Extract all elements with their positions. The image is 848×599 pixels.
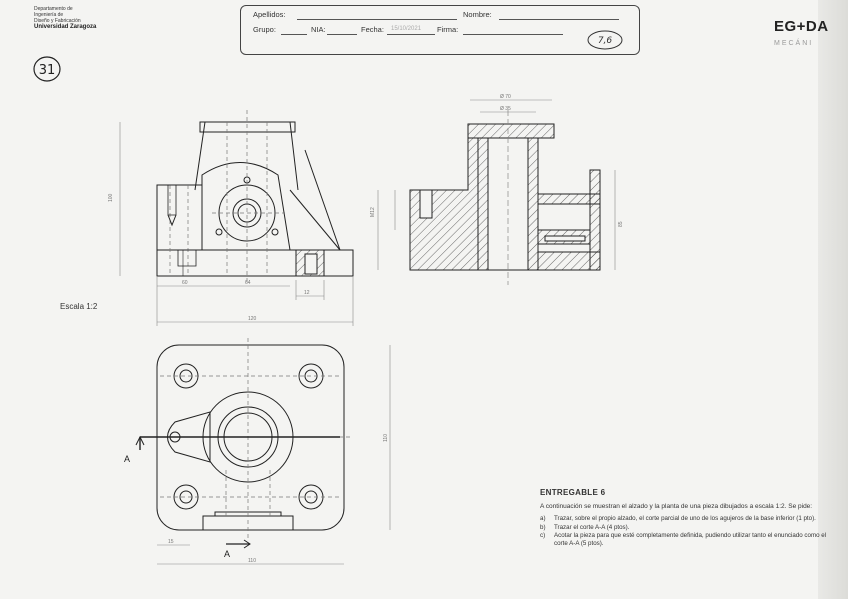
institution-block: Departamento de Ingeniería de Diseño y F… — [34, 6, 144, 30]
dim-front-height: 100 — [108, 193, 114, 202]
scale-label: Escala 1:2 — [60, 302, 98, 311]
dim-plan-left: 15 — [168, 539, 174, 545]
dim-side-height: 85 — [618, 221, 624, 227]
grade-mark: 7,6 — [587, 30, 623, 50]
dim-front-left: 60 — [182, 280, 188, 286]
paper-edge — [818, 0, 848, 599]
institution-line: Diseño y Fabricación — [34, 18, 81, 24]
task-item-text: Trazar, sobre el propio alzado, el corte… — [554, 515, 816, 522]
plan-view: 110 110 15 — [136, 338, 390, 564]
dim-side-top-outer: Ø 70 — [500, 94, 511, 100]
brand-subtitle: MECÁNI — [774, 40, 814, 47]
grupo-label: Grupo: — [253, 25, 276, 34]
front-view: 60 64 120 100 12 — [108, 110, 353, 326]
dim-plan-width: 110 — [248, 558, 256, 564]
brand-logo: EG+DA — [774, 18, 829, 35]
section-label-bottom: A — [224, 549, 230, 559]
grade-text: 7,6 — [598, 36, 613, 46]
side-section-view: Ø 70 Ø 35 85 M12 — [370, 94, 624, 285]
task-item: a) Trazar, sobre el propio alzado, el co… — [540, 515, 830, 523]
fecha-label: Fecha: — [361, 25, 384, 34]
dim-front-mid: 64 — [245, 280, 251, 286]
task-item-text: Trazar el corte A-A (4 ptos). — [554, 523, 630, 531]
task-title: ENTREGABLE 6 — [540, 488, 606, 497]
fecha-value: 15/10/2021 — [391, 26, 422, 32]
dim-small-b: M12 — [370, 207, 376, 217]
sheet-number-mark: 31 — [33, 56, 61, 82]
university-name: Universidad Zaragoza — [34, 24, 97, 30]
nombre-label: Nombre: — [463, 10, 492, 19]
dim-small-a: 12 — [304, 290, 310, 296]
nombre-field[interactable] — [499, 19, 619, 20]
institution-line: Ingeniería de — [34, 12, 64, 18]
institution-line: Departamento de — [34, 6, 73, 12]
student-form: Apellidos: Nombre: Grupo: NIA: Fecha: 15… — [240, 5, 640, 55]
task-item-text: Acotar la pieza para que esté completame… — [554, 532, 827, 547]
nia-label: NIA: — [311, 25, 326, 34]
nia-field[interactable] — [327, 34, 357, 35]
apellidos-label: Apellidos: — [253, 10, 286, 19]
task-item: c) Acotar la pieza para que esté complet… — [540, 532, 830, 547]
task-block: ENTREGABLE 6 A continuación se muestran … — [540, 488, 830, 548]
grupo-field[interactable] — [281, 34, 307, 35]
dim-side-top-inner: Ø 35 — [500, 106, 511, 112]
task-intro: A continuación se muestran el alzado y l… — [540, 503, 813, 510]
task-item-key: a) — [540, 515, 546, 522]
task-item-key: c) — [540, 532, 546, 540]
fecha-field[interactable] — [387, 34, 435, 35]
apellidos-field[interactable] — [297, 19, 457, 20]
section-label-left: A — [124, 454, 130, 464]
task-item-key: b) — [540, 523, 546, 531]
firma-field[interactable] — [463, 34, 563, 35]
sheet-number: 31 — [39, 63, 56, 78]
dim-front-total: 120 — [248, 316, 257, 322]
task-item: b) Trazar el corte A-A (4 ptos). — [540, 524, 830, 532]
dim-plan-height: 110 — [383, 434, 389, 442]
firma-label: Firma: — [437, 25, 459, 34]
